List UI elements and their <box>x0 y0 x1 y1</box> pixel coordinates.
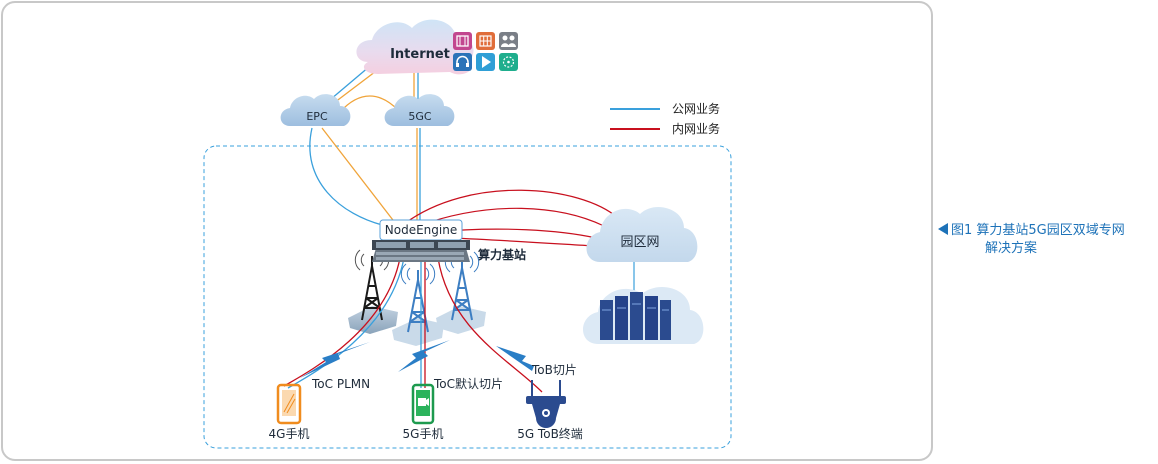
link-epc-5gc <box>339 95 399 113</box>
legend: 公网业务 内网业务 <box>610 101 720 136</box>
tower-platforms <box>348 306 486 346</box>
link-epc-nodeengine <box>309 127 387 227</box>
phone-5g-icon <box>411 383 435 425</box>
figure-caption: 图1 算力基站5G园区双域专网 解决方案 <box>938 222 1158 258</box>
bbu-chassis-icon <box>372 240 470 262</box>
private-links <box>403 189 619 247</box>
base-station-label: 算力基站 <box>478 247 526 262</box>
toc-plmn-label: ToC PLMN <box>311 377 370 391</box>
lightning-tob <box>496 346 558 376</box>
tob-camera-icon <box>526 380 566 428</box>
grid-icon <box>476 32 495 50</box>
link-nodeengine-campus-4 <box>451 237 595 247</box>
tob-terminal-label: 5G ToB终端 <box>517 426 583 441</box>
epc-cloud: EPC <box>280 94 351 126</box>
headset-icon <box>453 53 472 71</box>
link-epc-nodeengine-orange <box>321 127 397 225</box>
caption-line-1: 图1 算力基站5G园区双域专网 <box>938 222 1158 240</box>
link-nodeengine-campus-1 <box>403 189 619 225</box>
caption-title: 图1 算力基站5G园区双域专网 <box>951 223 1125 238</box>
internet-label: Internet <box>390 47 450 62</box>
phone-4g-icon <box>276 383 302 425</box>
caption-arrow-icon <box>938 223 948 235</box>
nodeengine: NodeEngine <box>372 219 470 262</box>
legend-private-label: 内网业务 <box>672 121 720 136</box>
radio-links <box>300 340 558 378</box>
campus-cloud: 园区网 <box>586 206 698 262</box>
network-diagram: Internet <box>203 19 732 449</box>
campus-boundary <box>203 145 732 449</box>
caption-line-2: 解决方案 <box>985 241 1038 256</box>
campus-label: 园区网 <box>620 235 659 250</box>
server-rack-icon <box>600 292 671 340</box>
lightning-4g <box>300 342 370 378</box>
diagram-frame <box>1 1 933 461</box>
epc-label: EPC <box>306 110 328 123</box>
lightning-5g <box>398 340 450 372</box>
public-links <box>309 54 421 227</box>
people-icon <box>499 32 518 50</box>
internet-cloud: Internet <box>356 19 474 75</box>
link-tob-private <box>437 257 543 393</box>
tob-slice-label: ToB切片 <box>531 363 577 377</box>
terminal-links <box>283 257 543 393</box>
play-icon <box>476 53 495 71</box>
link-4g-private <box>283 257 401 387</box>
datacenter-cloud <box>583 287 704 344</box>
compass-icon <box>499 53 518 71</box>
fivegc-label: 5GC <box>408 110 432 123</box>
link-nodeengine-campus-2 <box>417 207 605 227</box>
phone-5g-label: 5G手机 <box>403 427 444 441</box>
link-4g-public <box>287 257 405 389</box>
toc-default-slice-label: ToC默认切片 <box>433 376 503 391</box>
tower-5g-default <box>400 263 436 333</box>
phone-4g-label: 4G手机 <box>269 427 310 441</box>
film-icon <box>453 32 472 50</box>
internet-app-icons <box>453 32 518 71</box>
nodeengine-label: NodeEngine <box>385 223 457 237</box>
fivegc-cloud: 5GC <box>384 94 455 126</box>
legend-public-label: 公网业务 <box>672 101 720 116</box>
